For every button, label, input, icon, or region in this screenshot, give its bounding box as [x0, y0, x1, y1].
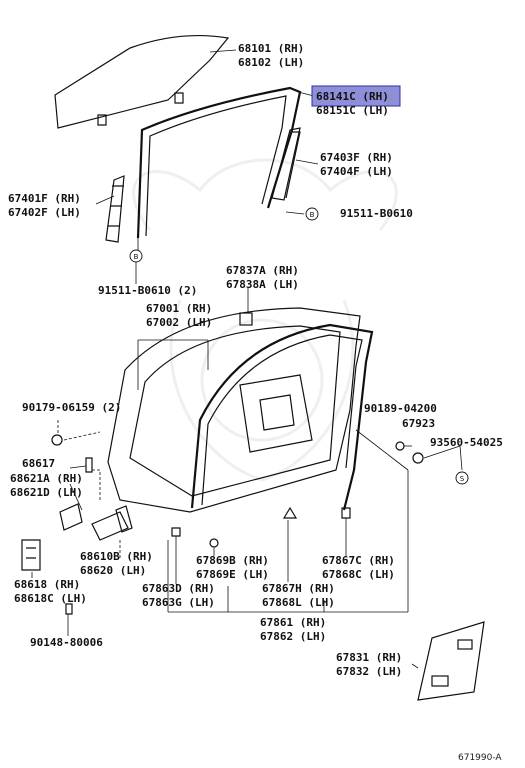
label-67401f-line1[interactable]: 67401F (RH) [8, 192, 81, 205]
door-hinge[interactable] [91, 505, 133, 541]
label-67861-line2[interactable]: 67862 (LH) [260, 630, 326, 643]
label-67831-line1[interactable]: 67831 (RH) [336, 651, 402, 664]
label-68618-line2[interactable]: 68618C (LH) [14, 592, 87, 605]
label-67867c-line2[interactable]: 67868C (LH) [322, 568, 395, 581]
label-68610b-line1[interactable]: 68610B (RH) [80, 550, 153, 563]
label-68101-line1[interactable]: 68101 (RH) [238, 42, 304, 55]
label-68141c-line1[interactable]: 68141C (RH) [316, 90, 389, 103]
door-panel[interactable] [107, 307, 361, 513]
screw-marker[interactable]: S [455, 471, 469, 485]
label-68141c-line2[interactable]: 68151C (LH) [316, 104, 389, 117]
label-93560[interactable]: 93560-54025 [430, 436, 503, 449]
label-90179[interactable]: 90179-06159 (2) [22, 401, 121, 414]
label-91511-upper[interactable]: 91511-B0610 [340, 207, 413, 220]
front-run-channel[interactable] [105, 175, 125, 243]
figure-code: 671990-A [458, 753, 502, 763]
label-67867c-line1[interactable]: 67867C (RH) [322, 554, 395, 567]
bolt-marker-upper[interactable]: B [305, 207, 319, 221]
screw-marker-letter: S [460, 475, 465, 483]
screw-90148[interactable] [65, 603, 73, 615]
clip-67867h[interactable] [282, 506, 298, 519]
label-67863d-line1[interactable]: 67863D (RH) [142, 582, 215, 595]
rear-division-bar[interactable] [271, 127, 301, 201]
label-68610b-line2[interactable]: 68620 (LH) [80, 564, 146, 577]
cap-67923[interactable] [412, 452, 424, 464]
clip-67869b[interactable] [209, 538, 219, 548]
label-67869b-line2[interactable]: 67869E (LH) [196, 568, 269, 581]
door-stopper[interactable] [21, 539, 41, 571]
label-68101-line2[interactable]: 68102 (LH) [238, 56, 304, 69]
clip-90189[interactable] [395, 441, 405, 451]
label-68621a-line1[interactable]: 68621A (RH) [10, 472, 83, 485]
clip-90179[interactable] [51, 434, 63, 446]
door-glass[interactable] [54, 34, 230, 129]
clip-67837a[interactable] [239, 312, 253, 326]
bolt-marker-lower[interactable]: B [129, 249, 143, 263]
label-68621a-line2[interactable]: 68621D (LH) [10, 486, 83, 499]
label-67867h-line1[interactable]: 67867H (RH) [262, 582, 335, 595]
label-90189[interactable]: 90189-04200 [364, 402, 437, 415]
bolt-68617[interactable] [85, 457, 93, 473]
label-67831-line2[interactable]: 67832 (LH) [336, 665, 402, 678]
clip-67863d[interactable] [171, 527, 181, 537]
label-67837a-line1[interactable]: 67837A (RH) [226, 264, 299, 277]
bolt-marker-letter: B [134, 253, 139, 261]
door-weatherstrip[interactable] [190, 323, 374, 511]
label-67403f-line2[interactable]: 67404F (LH) [320, 165, 393, 178]
part-labels: 68101 (RH) 68102 (LH) 68141C (RH) 68151C… [8, 42, 503, 678]
label-67863d-line2[interactable]: 67863G (LH) [142, 596, 215, 609]
label-67401f-line2[interactable]: 67402F (LH) [8, 206, 81, 219]
label-67001-line2[interactable]: 67002 (LH) [146, 316, 212, 329]
label-68618-line1[interactable]: 68618 (RH) [14, 578, 80, 591]
label-67869b-line1[interactable]: 67869B (RH) [196, 554, 269, 567]
label-90148[interactable]: 90148-80006 [30, 636, 103, 649]
label-91511-lower[interactable]: 91511-B0610 (2) [98, 284, 197, 297]
clip-67867c[interactable] [341, 507, 351, 519]
label-67837a-line2[interactable]: 67838A (LH) [226, 278, 299, 291]
bolt-marker-letter: B [310, 211, 315, 219]
label-67403f-line1[interactable]: 67403F (RH) [320, 151, 393, 164]
leader-lines [31, 49, 463, 669]
glass-run-channel[interactable] [136, 86, 302, 239]
door-check[interactable] [59, 503, 83, 531]
lower-trim-panel[interactable] [417, 621, 485, 701]
label-67867h-line2[interactable]: 67868L (LH) [262, 596, 335, 609]
highlight-box [311, 85, 401, 107]
label-67001-line1[interactable]: 67001 (RH) [146, 302, 212, 315]
label-67923[interactable]: 67923 [402, 417, 435, 430]
label-67861-line1[interactable]: 67861 (RH) [260, 616, 326, 629]
label-68617[interactable]: 68617 [22, 457, 55, 470]
